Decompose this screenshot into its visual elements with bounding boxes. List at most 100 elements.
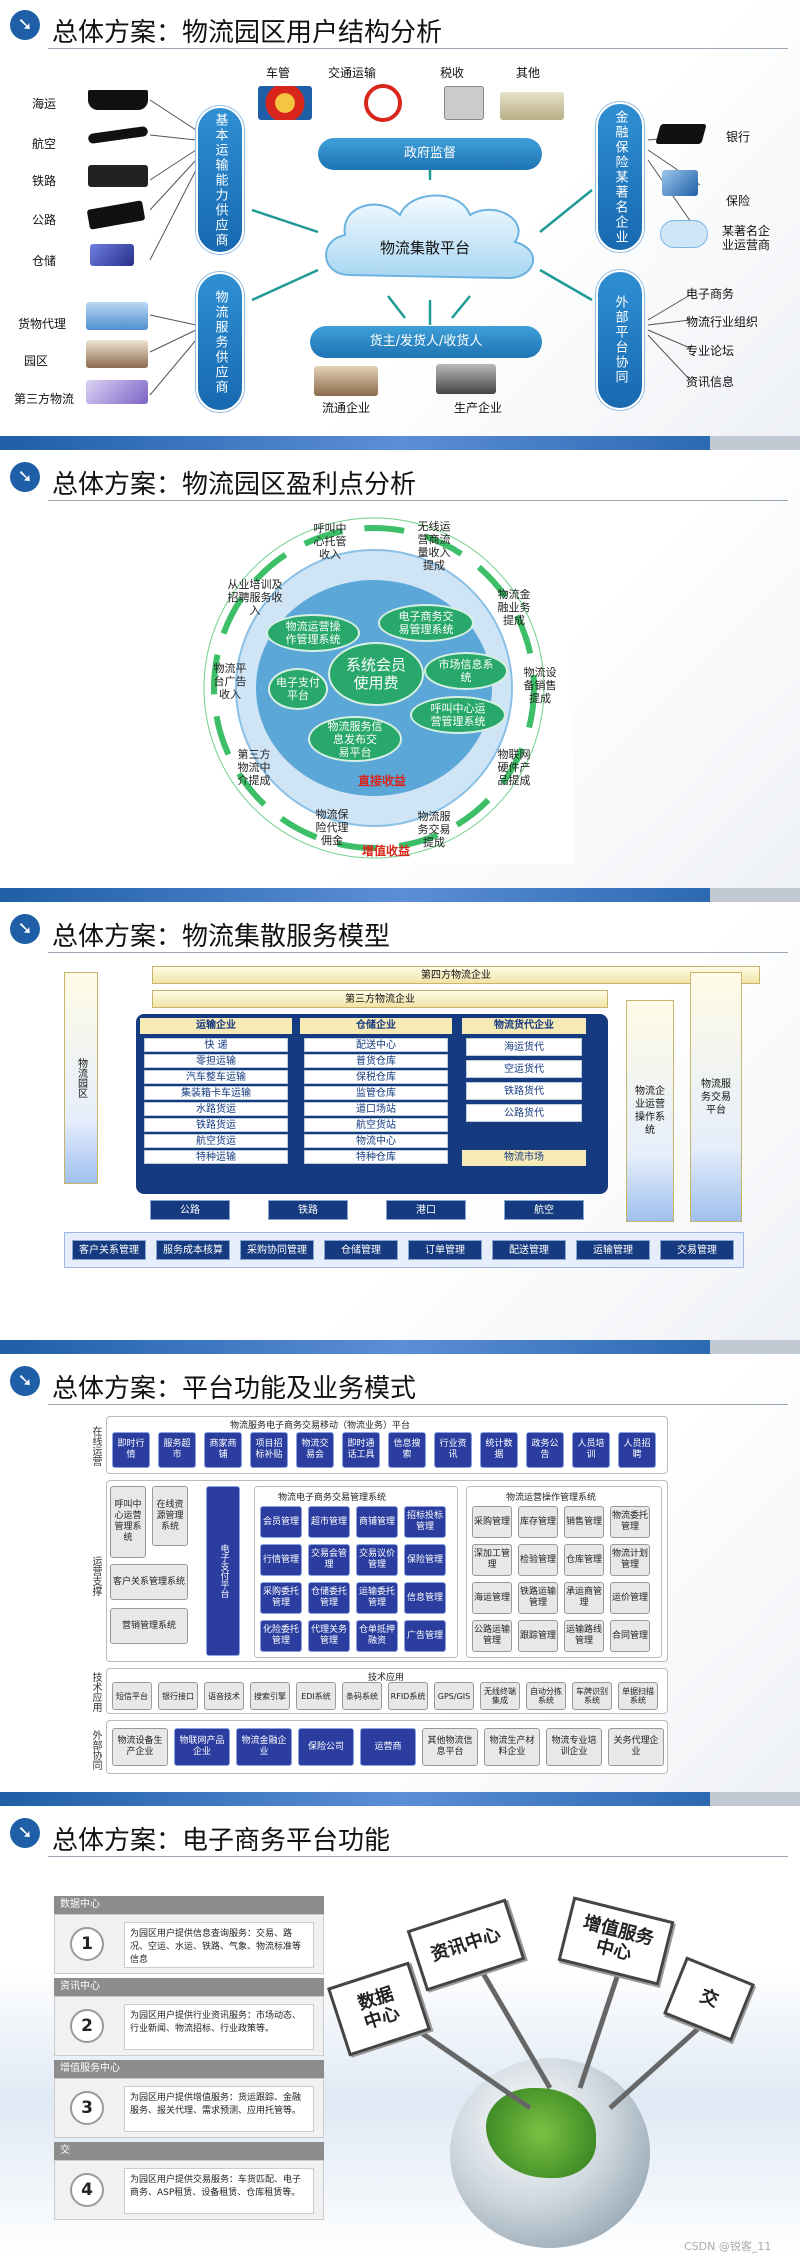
ec-module: 商铺管理	[356, 1506, 398, 1538]
ship-icon	[88, 90, 148, 110]
online-function: 政务公告	[526, 1432, 564, 1468]
shipper-pill: 货主/发货人/收货人	[310, 326, 542, 358]
mode-air: 航空	[504, 1200, 584, 1220]
gov-supervision-pill: 政府监督	[318, 138, 542, 170]
column-head-forwarder: 物流货代企业	[462, 1018, 586, 1034]
gov-item: 税收	[440, 64, 464, 81]
management-module: 订单管理	[408, 1240, 482, 1260]
ec-module: 行情管理	[260, 1544, 302, 1576]
park-building-icon	[86, 340, 148, 368]
forwarder-item: 空运货代	[466, 1060, 582, 1078]
slide-service-model: ➘ 总体方案：物流集散服务模型 第四方物流企业 第三方物流企业 物流园区 运输企…	[0, 904, 800, 1354]
op-module: 承运商管理	[564, 1582, 604, 1614]
supplier-item: 公路	[32, 211, 56, 228]
external-partner: 物流金融企业	[236, 1728, 292, 1766]
slide-footer-bar	[0, 436, 800, 450]
transport-item: 汽车整车运输	[144, 1070, 288, 1084]
tech-module: EDI系统	[296, 1682, 336, 1710]
ec-module: 超市管理	[308, 1506, 350, 1538]
online-function: 信息搜索	[388, 1432, 426, 1468]
op-module: 物流委托管理	[610, 1506, 650, 1538]
op-module: 物流计划管理	[610, 1544, 650, 1576]
logistics-market-chip: 物流市场	[462, 1150, 586, 1166]
ec-module: 保险管理	[404, 1544, 446, 1576]
transport-item: 水路货运	[144, 1102, 288, 1116]
ring-node: 从业培训及 招聘服务收 入	[210, 578, 300, 617]
card-text: 为园区用户提供交易服务：车货匹配、电子商务、ASP租赁、设备租赁、仓库租赁等。	[124, 2168, 314, 2214]
slide-user-structure: ➘ 总体方案：物流园区用户结构分析 物流集散平台 政府监督 货主/发货人/收货人…	[0, 0, 800, 450]
tech-module: 无线终端集成	[480, 1682, 520, 1710]
ring-node: 呼叫中 心托管 收入	[296, 522, 364, 561]
card-text: 为园区用户提供增值服务：货运跟踪、金融服务、报关代理、需求预测、应用托管等。	[124, 2086, 314, 2132]
external-item: 专业论坛	[686, 342, 734, 359]
warehouse-item: 道口场站	[304, 1102, 448, 1116]
supplier-item: 海运	[32, 95, 56, 112]
ring-node: 物联网 硬件产 品提成	[480, 748, 548, 787]
transport-item: 铁路货运	[144, 1118, 288, 1132]
title-rule	[48, 952, 788, 953]
online-panel-title: 物流服务电子商务交易移动（物流业务）平台	[230, 1418, 410, 1431]
watermark-text: CSDN @锐客_11	[684, 2238, 771, 2254]
ring-node: 第三方 物流中 介提成	[220, 748, 288, 787]
profit-system: 市场信息系 统	[424, 652, 508, 690]
supplier-item: 铁路	[32, 172, 56, 189]
ops-system-marketing: 营销管理系统	[110, 1608, 188, 1644]
tech-module: 银行接口	[158, 1682, 198, 1710]
external-item: 资讯信息	[686, 373, 734, 390]
ec-module: 交易会管理	[308, 1544, 350, 1576]
tech-module: 单据扫描系统	[618, 1682, 658, 1710]
finance-pill: 金融保险某著名企业	[596, 102, 644, 252]
management-module: 运输管理	[576, 1240, 650, 1260]
card-number: 2	[70, 2009, 104, 2043]
slide-header: ➘ 总体方案：平台功能及业务模式	[0, 1356, 800, 1408]
ec-module: 代理关务管理	[308, 1620, 350, 1652]
op-system-title: 物流运营操作管理系统	[506, 1490, 596, 1503]
management-module: 配送管理	[492, 1240, 566, 1260]
card-header: 资讯中心	[54, 1978, 324, 1996]
ring-node: 物流平 台广告 收入	[196, 662, 264, 701]
bank-card-icon	[655, 124, 706, 144]
transport-logo-icon	[364, 84, 402, 122]
op-module: 运输路线管理	[564, 1620, 604, 1652]
slide-title: 总体方案：电子商务平台功能	[52, 1820, 390, 1857]
transport-item: 航空货运	[144, 1134, 288, 1148]
management-module: 客户关系管理	[72, 1240, 146, 1260]
warehouse-item: 航空货站	[304, 1118, 448, 1132]
profit-system: 电子商务交 易管理系统	[378, 604, 474, 642]
service-item: 园区	[24, 352, 48, 369]
title-rule	[48, 500, 788, 501]
mode-port: 港口	[386, 1200, 466, 1220]
slide-profit-points: ➘ 总体方案：物流园区盈利点分析 呼叫中 心托管 收入 无线运 营商流 量收入 …	[0, 452, 800, 902]
cloud-operator-icon	[660, 220, 708, 248]
online-function: 人员招聘	[618, 1432, 656, 1468]
profit-system: 物流服务信 息发布交 易平台	[308, 716, 402, 762]
ec-module: 交易议价管理	[356, 1544, 398, 1576]
section-label-ext: 外部协同	[88, 1726, 103, 1774]
op-module: 公路运输管理	[472, 1620, 512, 1652]
police-badge-icon	[258, 86, 312, 120]
logistics-supplier-pill: 物流服务供应商	[196, 272, 244, 412]
office-building-icon	[86, 302, 148, 330]
government-building-icon	[500, 92, 564, 120]
ec-module: 仓单抵押融资	[356, 1620, 398, 1652]
op-module: 销售管理	[564, 1506, 604, 1538]
service-item: 货物代理	[18, 315, 66, 332]
external-partner: 物流设备生产企业	[112, 1728, 168, 1766]
forwarder-item: 海运货代	[466, 1038, 582, 1056]
tech-module: RFID系统	[388, 1682, 428, 1710]
enterprise-ops-system-column: 物流企业运营操作系统	[626, 1000, 674, 1222]
title-rule	[48, 1856, 788, 1857]
direct-income-label: 直接收益	[358, 772, 406, 789]
transport-item: 集装箱卡车运输	[144, 1086, 288, 1100]
value-added-income-label: 增值收益	[362, 842, 410, 859]
column-head-transport: 运输企业	[140, 1018, 292, 1034]
external-platform-pill: 外部平台协同	[596, 270, 644, 410]
ecommerce-card: 资讯中心 2 为园区用户提供行业资讯服务：市场动态、行业新闻、物流招标、行业政策…	[54, 1978, 324, 2068]
slide-footer-bar	[0, 1792, 800, 1806]
transport-item: 特种运输	[144, 1150, 288, 1164]
ops-system-online-resource: 在线资源管理系统	[152, 1486, 188, 1546]
card-header: 增值服务中心	[54, 2060, 324, 2078]
op-module: 跟踪管理	[518, 1620, 558, 1652]
online-function: 商家商铺	[204, 1432, 242, 1468]
slide-platform-functions: ➘ 总体方案：平台功能及业务模式 在线运营 运营支撑 技术应用 外部协同 物流服…	[0, 1356, 800, 1806]
